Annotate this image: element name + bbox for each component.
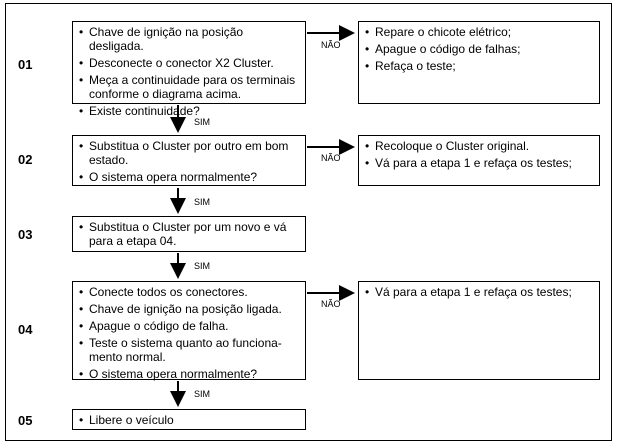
step-number-04: 04 [18,322,33,337]
diagram-frame [5,3,612,441]
step-number-05: 05 [18,413,33,428]
no-item: Vá para a etapa 1 e refaça os testes; [365,285,593,299]
step-item: Teste o sistema quanto ao funciona-mento… [79,336,299,364]
step-box-03: Substitua o Cluster por um novo e vá par… [72,216,306,252]
no-label-02: NÃO [321,153,341,163]
no-box-04: Vá para a etapa 1 e refaça os testes; [358,281,600,380]
no-item: Recoloque o Cluster original. [365,139,593,153]
step-box-02: Substitua o Cluster por outro em bom est… [72,135,306,186]
step-item: Meça a continuidade para os terminais co… [79,73,299,101]
no-label-04: NÃO [321,299,341,309]
yes-label-03: SIM [194,261,211,271]
step-item: Apague o código de falha. [79,319,299,333]
step-number-03: 03 [18,227,33,242]
step-item: Desconecte o conector X2 Cluster. [79,56,299,70]
step-item: Conecte todos os conectores. [79,285,299,299]
step-number-02: 02 [18,152,33,167]
no-item: Apague o código de falhas; [365,42,593,56]
step-item: Substitua o Cluster por um novo e vá par… [79,220,299,248]
step-item: Chave de ignição na posição ligada. [79,302,299,316]
no-item: Vá para a etapa 1 e refaça os testes; [365,156,593,170]
no-item: Repare o chicote elétrico; [365,25,593,39]
yes-label-02: SIM [194,197,211,207]
step-box-04: Conecte todos os conectores. Chave de ig… [72,281,306,381]
step-item: O sistema opera normalmente? [79,367,299,381]
step-item: Substitua o Cluster por outro em bom est… [79,139,299,167]
step-item: Existe continuidade? [79,104,299,118]
no-item: Refaça o teste; [365,59,593,73]
step-box-05: Libere o veículo [72,409,306,430]
yes-label-01: SIM [194,117,211,127]
step-item: Chave de ignição na posição desligada. [79,25,299,53]
no-box-02: Recoloque o Cluster original. Vá para a … [358,135,600,186]
no-box-01: Repare o chicote elétrico; Apague o códi… [358,21,600,104]
step-number-01: 01 [18,57,33,72]
step-item: Libere o veículo [79,413,299,427]
step-item: O sistema opera normalmente? [79,170,299,184]
yes-label-04: SIM [194,389,211,399]
no-label-01: NÃO [321,40,341,50]
step-box-01: Chave de ignição na posição desligada. D… [72,21,306,118]
